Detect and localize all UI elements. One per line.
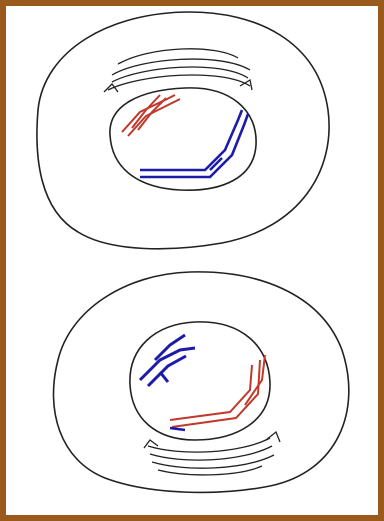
diagram-frame	[0, 0, 384, 521]
cell-division-diagram	[0, 0, 384, 521]
